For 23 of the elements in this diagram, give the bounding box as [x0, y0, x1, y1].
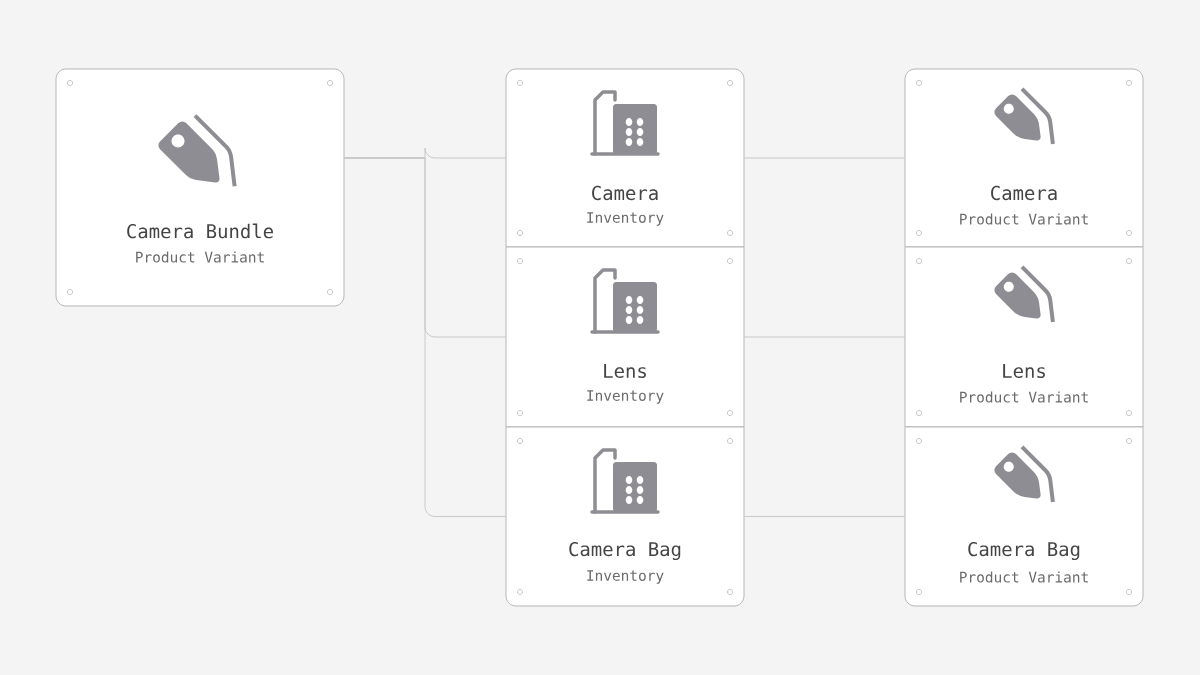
node-subtitle: Product Variant: [960, 213, 1088, 225]
node-title: Camera Bag: [569, 541, 681, 561]
node-title: Camera: [991, 185, 1057, 201]
node-title: Camera Bag: [968, 541, 1080, 561]
stacked-card-cell: [505, 246, 745, 428]
node-title: Lens: [1003, 363, 1045, 379]
bundle-card: [55, 68, 345, 307]
node-subtitle: Inventory: [587, 390, 664, 404]
stacked-card-cell: [505, 68, 745, 248]
node-title: Camera: [592, 185, 658, 201]
stacked-card-cell: [904, 246, 1144, 428]
node-subtitle: Inventory: [587, 570, 664, 584]
node-subtitle: Inventory: [587, 212, 664, 226]
node-subtitle: Product Variant: [136, 251, 264, 263]
node-title: Camera Bundle: [127, 223, 273, 239]
connector-line: [343, 157, 507, 517]
node-subtitle: Product Variant: [960, 571, 1088, 583]
stacked-card-cell: [505, 426, 745, 607]
node-subtitle: Product Variant: [960, 391, 1088, 403]
connector-line: [743, 516, 906, 517]
node-title: Lens: [604, 363, 646, 379]
stacked-card-cell: [904, 426, 1144, 607]
stacked-card-cell: [904, 68, 1144, 248]
